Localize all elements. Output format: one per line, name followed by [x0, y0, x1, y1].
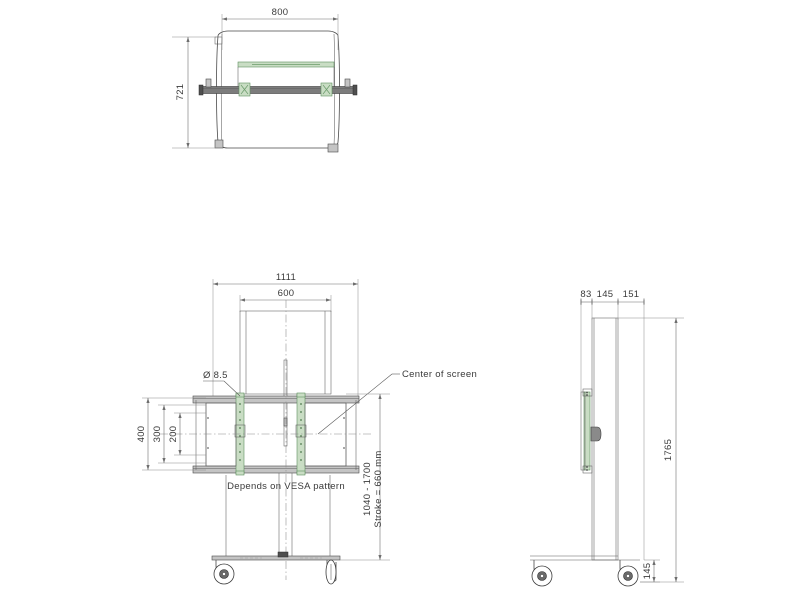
arrow-600-left [240, 298, 245, 302]
vesa-hole-right-upper [343, 417, 345, 419]
lift-column-block [283, 417, 288, 427]
vesa-rail-left-top-cap [235, 392, 245, 398]
arrow-1765-top [674, 318, 678, 323]
arrow-200-top [178, 413, 182, 418]
vesa-side-panel-left [205, 402, 237, 467]
caster-front-left [213, 560, 235, 585]
vesa-rail-left-holes [239, 403, 241, 461]
dim-label-300: 300 [152, 426, 163, 443]
dim-label-721: 721 [175, 84, 186, 101]
base-bar [211, 555, 341, 561]
arrow-caster145-bottom [652, 577, 656, 582]
arrow-300-bottom [162, 458, 166, 463]
note-vesa-pattern: Depends on VESA pattern [227, 481, 345, 492]
caster-side-left [531, 560, 553, 587]
dim-label-travel-range: 1040 - 1700 [362, 462, 373, 516]
side-bracket-hole-bottom-b [586, 469, 588, 471]
arrow-travel-top [378, 394, 382, 399]
side-handle [590, 426, 602, 442]
side-view: 83 145 151 1765 145 [530, 289, 684, 587]
vesa-rail-right-top-cap [296, 392, 306, 398]
arrow-400-top [146, 398, 150, 403]
arrow-1765-bottom [674, 577, 678, 582]
rail-left-post [205, 78, 212, 88]
vesa-rail-right-bottom-cap [296, 470, 306, 476]
dim-label-83: 83 [580, 289, 591, 300]
vesa-rail-left-clamp [234, 424, 246, 438]
arrow-721-bottom [186, 143, 190, 148]
arrow-800-right [333, 17, 338, 21]
dim-label-1765: 1765 [663, 439, 674, 461]
rail-clamp-right-cross [322, 84, 331, 95]
vesa-side-panel-right [304, 402, 347, 467]
side-mount-bracket-bottom [582, 465, 593, 474]
front-view: 1111 600 [136, 272, 477, 585]
arrow-800-left [222, 17, 227, 21]
arrow-travel-bottom [378, 555, 382, 560]
vesa-rail-right-holes [300, 403, 302, 461]
bottom-left-foot [214, 139, 224, 149]
rail-right-endcap [352, 84, 358, 96]
arrow-600-right [326, 298, 331, 302]
base-center-block [277, 551, 289, 558]
dim-label-145: 145 [597, 289, 614, 300]
vesa-hole-left-lower [207, 447, 209, 449]
screen-panel [239, 310, 332, 395]
dim-label-1111: 1111 [276, 272, 296, 283]
arrow-400-bottom [146, 465, 150, 470]
vesa-hole-left-upper [207, 417, 209, 419]
vesa-rail-right-clamp [295, 424, 307, 438]
caster-front-right [325, 559, 337, 585]
side-bracket-hole-bottom-a [586, 466, 588, 468]
dim-label-151: 151 [623, 289, 640, 300]
side-bracket-hole-top-a [586, 391, 588, 394]
vesa-rail-left-bottom-cap [235, 470, 245, 476]
rail-clamp-left-cross [240, 84, 249, 95]
leader-line-hole-diameter [223, 380, 241, 397]
rail-left-endcap [198, 84, 204, 96]
dim-label-stroke: Stroke = 660 mm [373, 450, 384, 527]
arrow-200-bottom [178, 450, 182, 455]
vesa-frame-top-beam [192, 395, 360, 404]
vesa-hole-right-lower [343, 447, 345, 449]
leader-line-center-of-screen [317, 373, 393, 435]
dim-label-hole-diameter: Ø 8.5 [203, 370, 228, 381]
side-mount-bracket-top [582, 388, 593, 397]
arrow-caster145-top [652, 560, 656, 565]
dim-label-400: 400 [136, 426, 147, 443]
bottom-right-foot [327, 143, 339, 153]
vesa-frame-bottom-beam [192, 465, 360, 474]
caster-side-right [617, 560, 639, 587]
arrow-1111-right [353, 282, 358, 286]
arrow-721-top [186, 37, 190, 42]
arrow-300-top [162, 405, 166, 410]
dim-label-caster-145: 145 [642, 563, 653, 580]
note-center-of-screen: Center of screen [402, 369, 477, 380]
dim-label-600: 600 [278, 288, 295, 299]
top-view: 800 721 [172, 7, 358, 153]
dim-label-800: 800 [272, 7, 289, 18]
arrow-1111-left [213, 282, 218, 286]
side-bracket-hole-top-b [586, 394, 588, 396]
rail-right-post [344, 78, 351, 88]
screen-body-outline [216, 30, 340, 149]
dim-label-200: 200 [168, 426, 179, 443]
